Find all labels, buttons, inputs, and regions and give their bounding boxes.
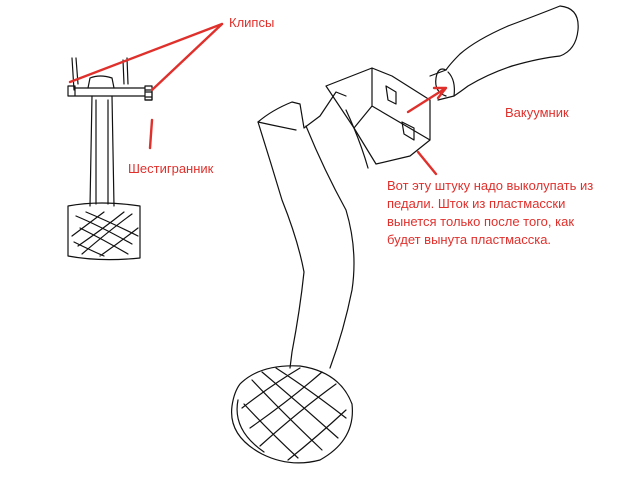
hex-bolt bbox=[144, 89, 153, 101]
note-label: Вот эту штуку надо выколупать из педали.… bbox=[387, 177, 632, 249]
clips-arrow-right bbox=[150, 22, 224, 92]
pedal-pad bbox=[230, 365, 353, 464]
bushing-slots bbox=[385, 85, 415, 141]
side-view-arm bbox=[87, 75, 115, 207]
vacuum-label: Вакуумник bbox=[505, 105, 569, 120]
vacuum-booster bbox=[507, 5, 579, 67]
note-arrow bbox=[416, 150, 438, 176]
pedal-pad-hatch bbox=[241, 367, 347, 461]
pedal-top bbox=[257, 91, 347, 131]
side-view-bracket bbox=[67, 57, 153, 101]
side-view-pad bbox=[67, 202, 141, 261]
booster-rod bbox=[429, 25, 513, 101]
perspective-view-pedal bbox=[230, 5, 579, 464]
hex-label: Шестигранник bbox=[128, 161, 214, 176]
note-line-4: будет вынута пластмасска. bbox=[387, 232, 552, 247]
vacuum-arrow bbox=[406, 86, 448, 114]
hex-arrow bbox=[148, 118, 154, 150]
side-view-pad-hatch bbox=[71, 211, 139, 257]
note-line-3: вынется только после того, как bbox=[387, 214, 575, 229]
note-line-1: Вот эту штуку надо выколупать из bbox=[387, 178, 594, 193]
clips-label: Клипсы bbox=[229, 15, 275, 30]
pedal-arm bbox=[257, 109, 369, 369]
clips-arrow-left bbox=[68, 22, 224, 84]
side-view-pedal bbox=[67, 57, 153, 261]
plastic-bushing bbox=[325, 67, 431, 165]
note-line-2: педали. Шток из пластмасски bbox=[387, 196, 566, 211]
